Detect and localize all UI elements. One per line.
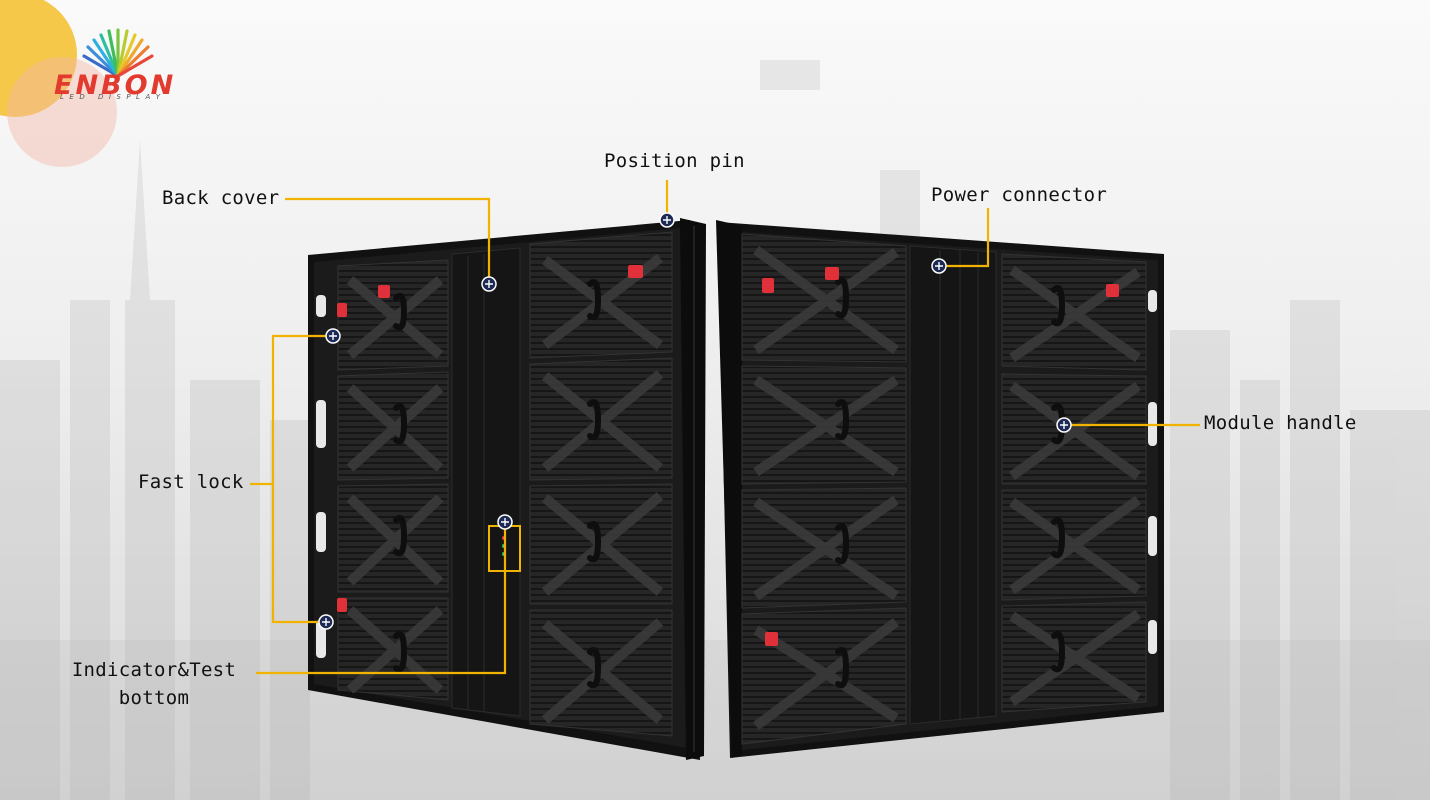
callout-markers	[318, 212, 1072, 630]
marker-fast-lock-bottom	[318, 614, 334, 630]
left-cabinet	[308, 218, 706, 760]
marker-indicator	[497, 514, 513, 530]
logo-circle-pink	[7, 57, 117, 167]
logo-fan-icon	[82, 28, 154, 78]
label-indicator-line1: Indicator&Test	[71, 659, 237, 681]
label-fast-lock: Fast lock	[138, 471, 244, 493]
label-module-handle: Module handle	[1204, 412, 1357, 434]
marker-fast-lock-top	[325, 328, 341, 344]
city-skyline	[0, 60, 1430, 800]
logo-circle-yellow	[0, 0, 77, 117]
label-power-connector: Power connector	[931, 184, 1108, 206]
right-cabinet	[716, 220, 1164, 758]
label-indicator-line2: bottom	[118, 687, 190, 709]
leader-lines	[250, 180, 1200, 675]
marker-back-cover	[481, 276, 497, 292]
label-position-pin: Position pin	[604, 150, 745, 172]
marker-power-connector	[931, 258, 947, 274]
label-back-cover: Back cover	[162, 187, 280, 209]
brand-logo-text: ENBON	[54, 70, 177, 101]
marker-position-pin	[659, 212, 675, 228]
brand-tagline: LED DISPLAY	[60, 93, 166, 101]
marker-module-handle	[1056, 417, 1072, 433]
